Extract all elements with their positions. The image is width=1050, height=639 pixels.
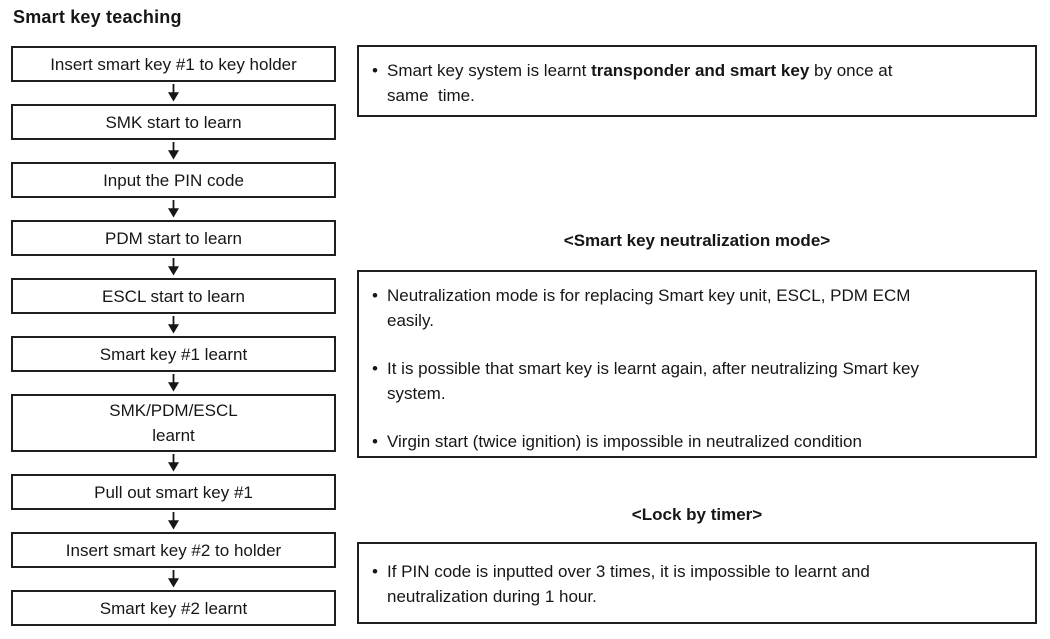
flow-step-label: Pull out smart key #1 bbox=[94, 482, 253, 502]
flow-step-label: Input the PIN code bbox=[103, 170, 244, 190]
down-arrow-icon bbox=[168, 316, 179, 334]
note-bullet-item: • Smart key system is learnt transponder… bbox=[372, 58, 1023, 108]
bullet-icon: • bbox=[372, 286, 378, 305]
flow-arrow bbox=[11, 82, 336, 104]
flow-step-pdm-learn: PDM start to learn bbox=[11, 220, 336, 256]
down-arrow-icon bbox=[168, 374, 179, 392]
lock-by-timer-heading: <Lock by timer> bbox=[631, 505, 763, 524]
bullet-icon: • bbox=[372, 61, 378, 80]
note-text: It is possible that smart key is learnt … bbox=[387, 359, 919, 403]
note-bullet-item: • Virgin start (twice ignition) is impos… bbox=[372, 429, 1023, 454]
transponder-note-box: • Smart key system is learnt transponder… bbox=[357, 45, 1037, 117]
flow-step-key2-learnt: Smart key #2 learnt bbox=[11, 590, 336, 626]
flow-step-label: Smart key #1 learnt bbox=[99, 344, 248, 364]
down-arrow-icon bbox=[168, 142, 179, 160]
flow-step-label: PDM start to learn bbox=[105, 228, 242, 248]
note-text: Virgin start (twice ignition) is impossi… bbox=[387, 432, 862, 451]
flow-arrow bbox=[11, 198, 336, 220]
flow-step-label: Insert smart key #1 to key holder bbox=[50, 54, 297, 74]
neutralization-mode-box: • Neutralization mode is for replacing S… bbox=[357, 270, 1037, 458]
flowchart: Insert smart key #1 to key holder SMK st… bbox=[11, 46, 336, 626]
note-bullet-item: • It is possible that smart key is learn… bbox=[372, 356, 1023, 406]
flow-arrow bbox=[11, 372, 336, 394]
flow-step-smk-learn: SMK start to learn bbox=[11, 104, 336, 140]
flow-arrow bbox=[11, 568, 336, 590]
note-text: Smart key system is learnt transponder a… bbox=[387, 58, 1023, 108]
note-text: If PIN code is inputted over 3 times, it… bbox=[387, 562, 870, 606]
flow-step-label: SMK/PDM/ESCL learnt bbox=[109, 401, 238, 445]
flow-arrow bbox=[11, 452, 336, 474]
flow-step-label: SMK start to learn bbox=[105, 112, 242, 132]
flow-arrow bbox=[11, 256, 336, 278]
note-bullet-item: • Neutralization mode is for replacing S… bbox=[372, 283, 1023, 333]
flow-arrow bbox=[11, 140, 336, 162]
down-arrow-icon bbox=[168, 570, 179, 588]
down-arrow-icon bbox=[168, 200, 179, 218]
note-text: Neutralization mode is for replacing Sma… bbox=[387, 286, 911, 330]
lock-by-timer-box: • If PIN code is inputted over 3 times, … bbox=[357, 542, 1037, 624]
down-arrow-icon bbox=[168, 512, 179, 530]
flow-arrow bbox=[11, 510, 336, 532]
bullet-icon: • bbox=[372, 562, 378, 581]
down-arrow-icon bbox=[168, 454, 179, 472]
flow-step-escl-learn: ESCL start to learn bbox=[11, 278, 336, 314]
down-arrow-icon bbox=[168, 258, 179, 276]
flow-step-pull-out-key1: Pull out smart key #1 bbox=[11, 474, 336, 510]
flow-step-input-pin: Input the PIN code bbox=[11, 162, 336, 198]
page-title: Smart key teaching bbox=[13, 7, 182, 27]
flow-step-insert-key1: Insert smart key #1 to key holder bbox=[11, 46, 336, 82]
bullet-icon: • bbox=[372, 432, 378, 451]
flow-step-insert-key2: Insert smart key #2 to holder bbox=[11, 532, 336, 568]
flow-step-label: Smart key #2 learnt bbox=[99, 598, 248, 618]
note-text-part: by once at same time. bbox=[387, 61, 893, 105]
flow-step-key1-learnt: Smart key #1 learnt bbox=[11, 336, 336, 372]
flow-arrow bbox=[11, 314, 336, 336]
bullet-icon: • bbox=[372, 359, 378, 378]
note-text-bold: transponder and smart key bbox=[591, 61, 810, 80]
down-arrow-icon bbox=[168, 84, 179, 102]
flow-step-label: Insert smart key #2 to holder bbox=[65, 540, 282, 560]
note-text-part: Smart key system is learnt bbox=[387, 61, 592, 80]
neutralization-mode-heading: <Smart key neutralization mode> bbox=[563, 231, 831, 250]
flow-step-label: ESCL start to learn bbox=[102, 286, 245, 306]
flow-step-all-learnt: SMK/PDM/ESCL learnt bbox=[11, 394, 336, 452]
note-bullet-item: • If PIN code is inputted over 3 times, … bbox=[372, 559, 1023, 609]
